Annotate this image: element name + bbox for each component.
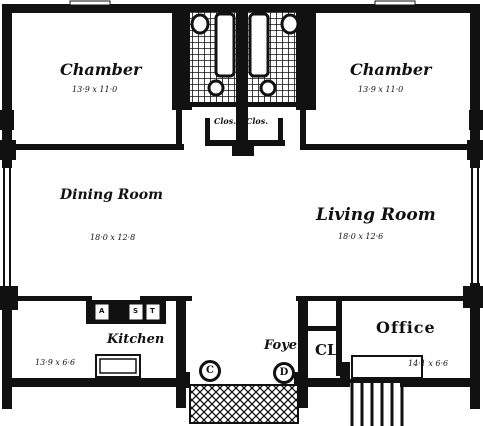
fixture-circle-c: C bbox=[199, 360, 221, 382]
bathrooms bbox=[172, 10, 316, 156]
kitchen-box-t: T bbox=[150, 307, 155, 315]
living-room-dim: 18·0 x 12·6 bbox=[338, 232, 384, 241]
closet-label-left: Clos. bbox=[214, 116, 237, 126]
office-counter bbox=[351, 355, 423, 379]
dining-room-name: Dining Room bbox=[60, 187, 163, 203]
living-room-name: Living Room bbox=[316, 205, 436, 225]
office-name: Office bbox=[376, 318, 436, 337]
chamber-left-dim: 13·9 x 11·0 bbox=[72, 85, 118, 94]
chamber-left-name: Chamber bbox=[60, 60, 142, 79]
foyer-name: Foyer bbox=[264, 338, 304, 353]
fixture-circle-d: D bbox=[273, 362, 295, 384]
chamber-right-name: Chamber bbox=[350, 60, 432, 79]
kitchen-dim: 13·9 x 6·6 bbox=[35, 358, 76, 367]
chamber-right-dim: 13·9 x 11·0 bbox=[358, 85, 404, 94]
kitchen-box-s: S bbox=[133, 307, 139, 315]
kitchen-name: Kitchen bbox=[107, 332, 165, 347]
closet-label-right: Clos. bbox=[246, 116, 269, 126]
stairs bbox=[350, 379, 404, 426]
dining-room-dim: 18·0 x 12·8 bbox=[90, 233, 136, 242]
entry-vestibule bbox=[189, 384, 299, 424]
office-dim: 14·1 x 6·6 bbox=[408, 359, 449, 368]
kitchen-fixtures bbox=[86, 300, 166, 378]
closet-cl-label: CL bbox=[315, 341, 338, 359]
kitchen-box-a: A bbox=[99, 307, 105, 315]
interior-walls bbox=[4, 10, 475, 408]
